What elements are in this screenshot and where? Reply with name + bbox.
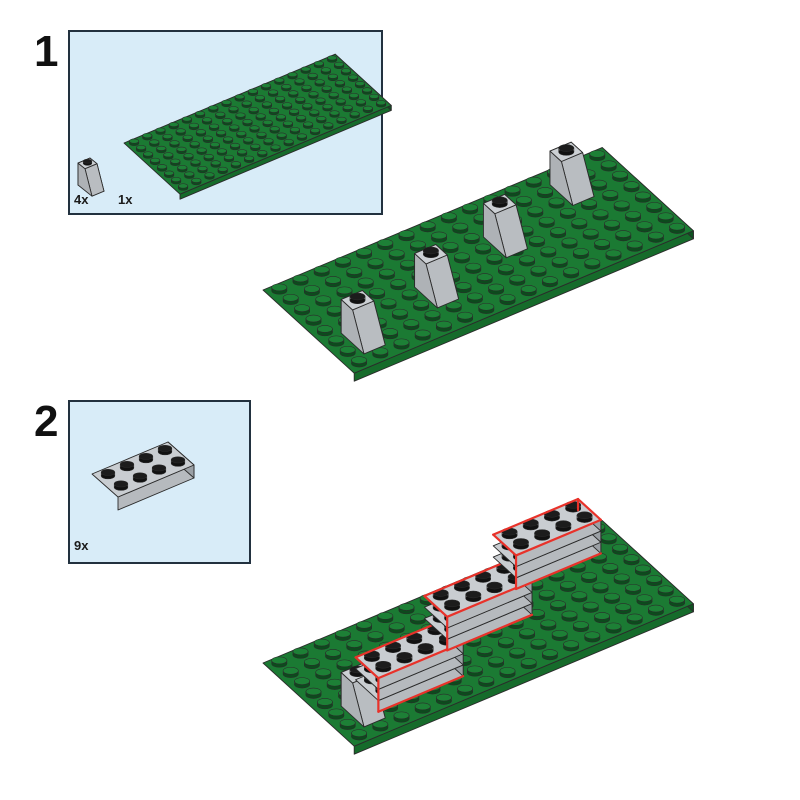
step-2-assembly [262,497,694,755]
parts-callout-step-2 [68,400,251,564]
quantity-label-brick-2x4: 9x [74,538,89,553]
assembly-brick-stacks-step-2 [340,497,602,728]
quantity-label-slope-brick: 4x [74,192,89,207]
parts-callout-step-1 [68,30,383,215]
step-number-2: 2 [34,397,59,446]
quantity-label-baseplate: 1x [118,192,133,207]
assembly-baseplate-step-2 [262,520,694,755]
step-number-1: 1 [34,27,59,76]
